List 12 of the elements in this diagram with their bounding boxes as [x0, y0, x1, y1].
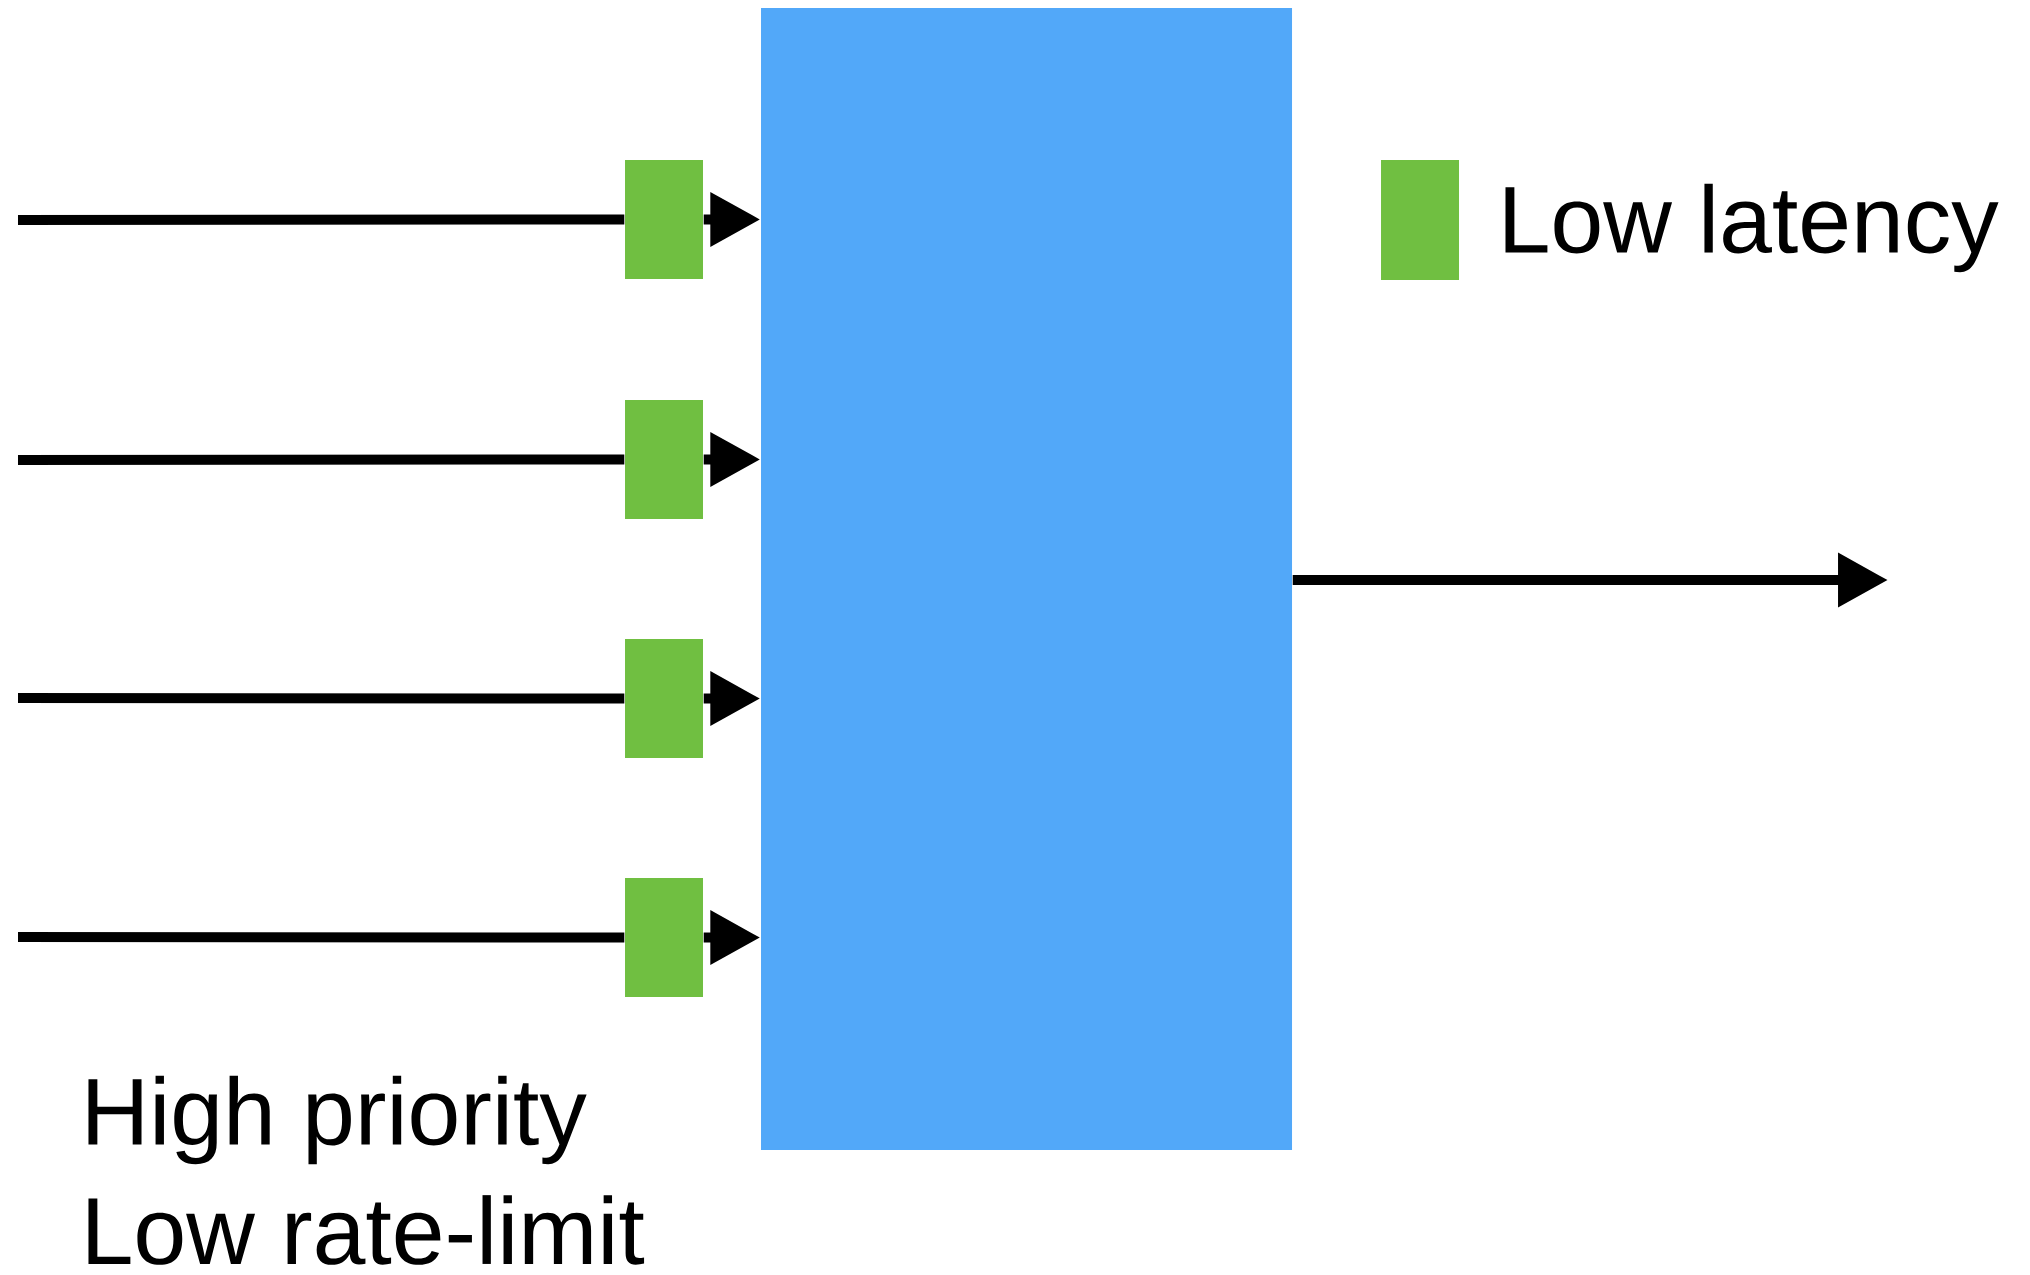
input-line	[18, 932, 625, 943]
packet-box	[625, 160, 703, 279]
input-line	[18, 693, 625, 704]
input-line	[18, 454, 625, 465]
label-text: High priority	[88, 1075, 587, 1165]
packet-box	[625, 639, 703, 758]
label-text: Low rate-limit	[88, 1195, 645, 1265]
legend-text: Low latency	[1505, 183, 1999, 273]
packet-box	[625, 878, 703, 997]
block	[761, 8, 1293, 1150]
packet-box	[625, 400, 703, 519]
input-line	[18, 214, 625, 225]
